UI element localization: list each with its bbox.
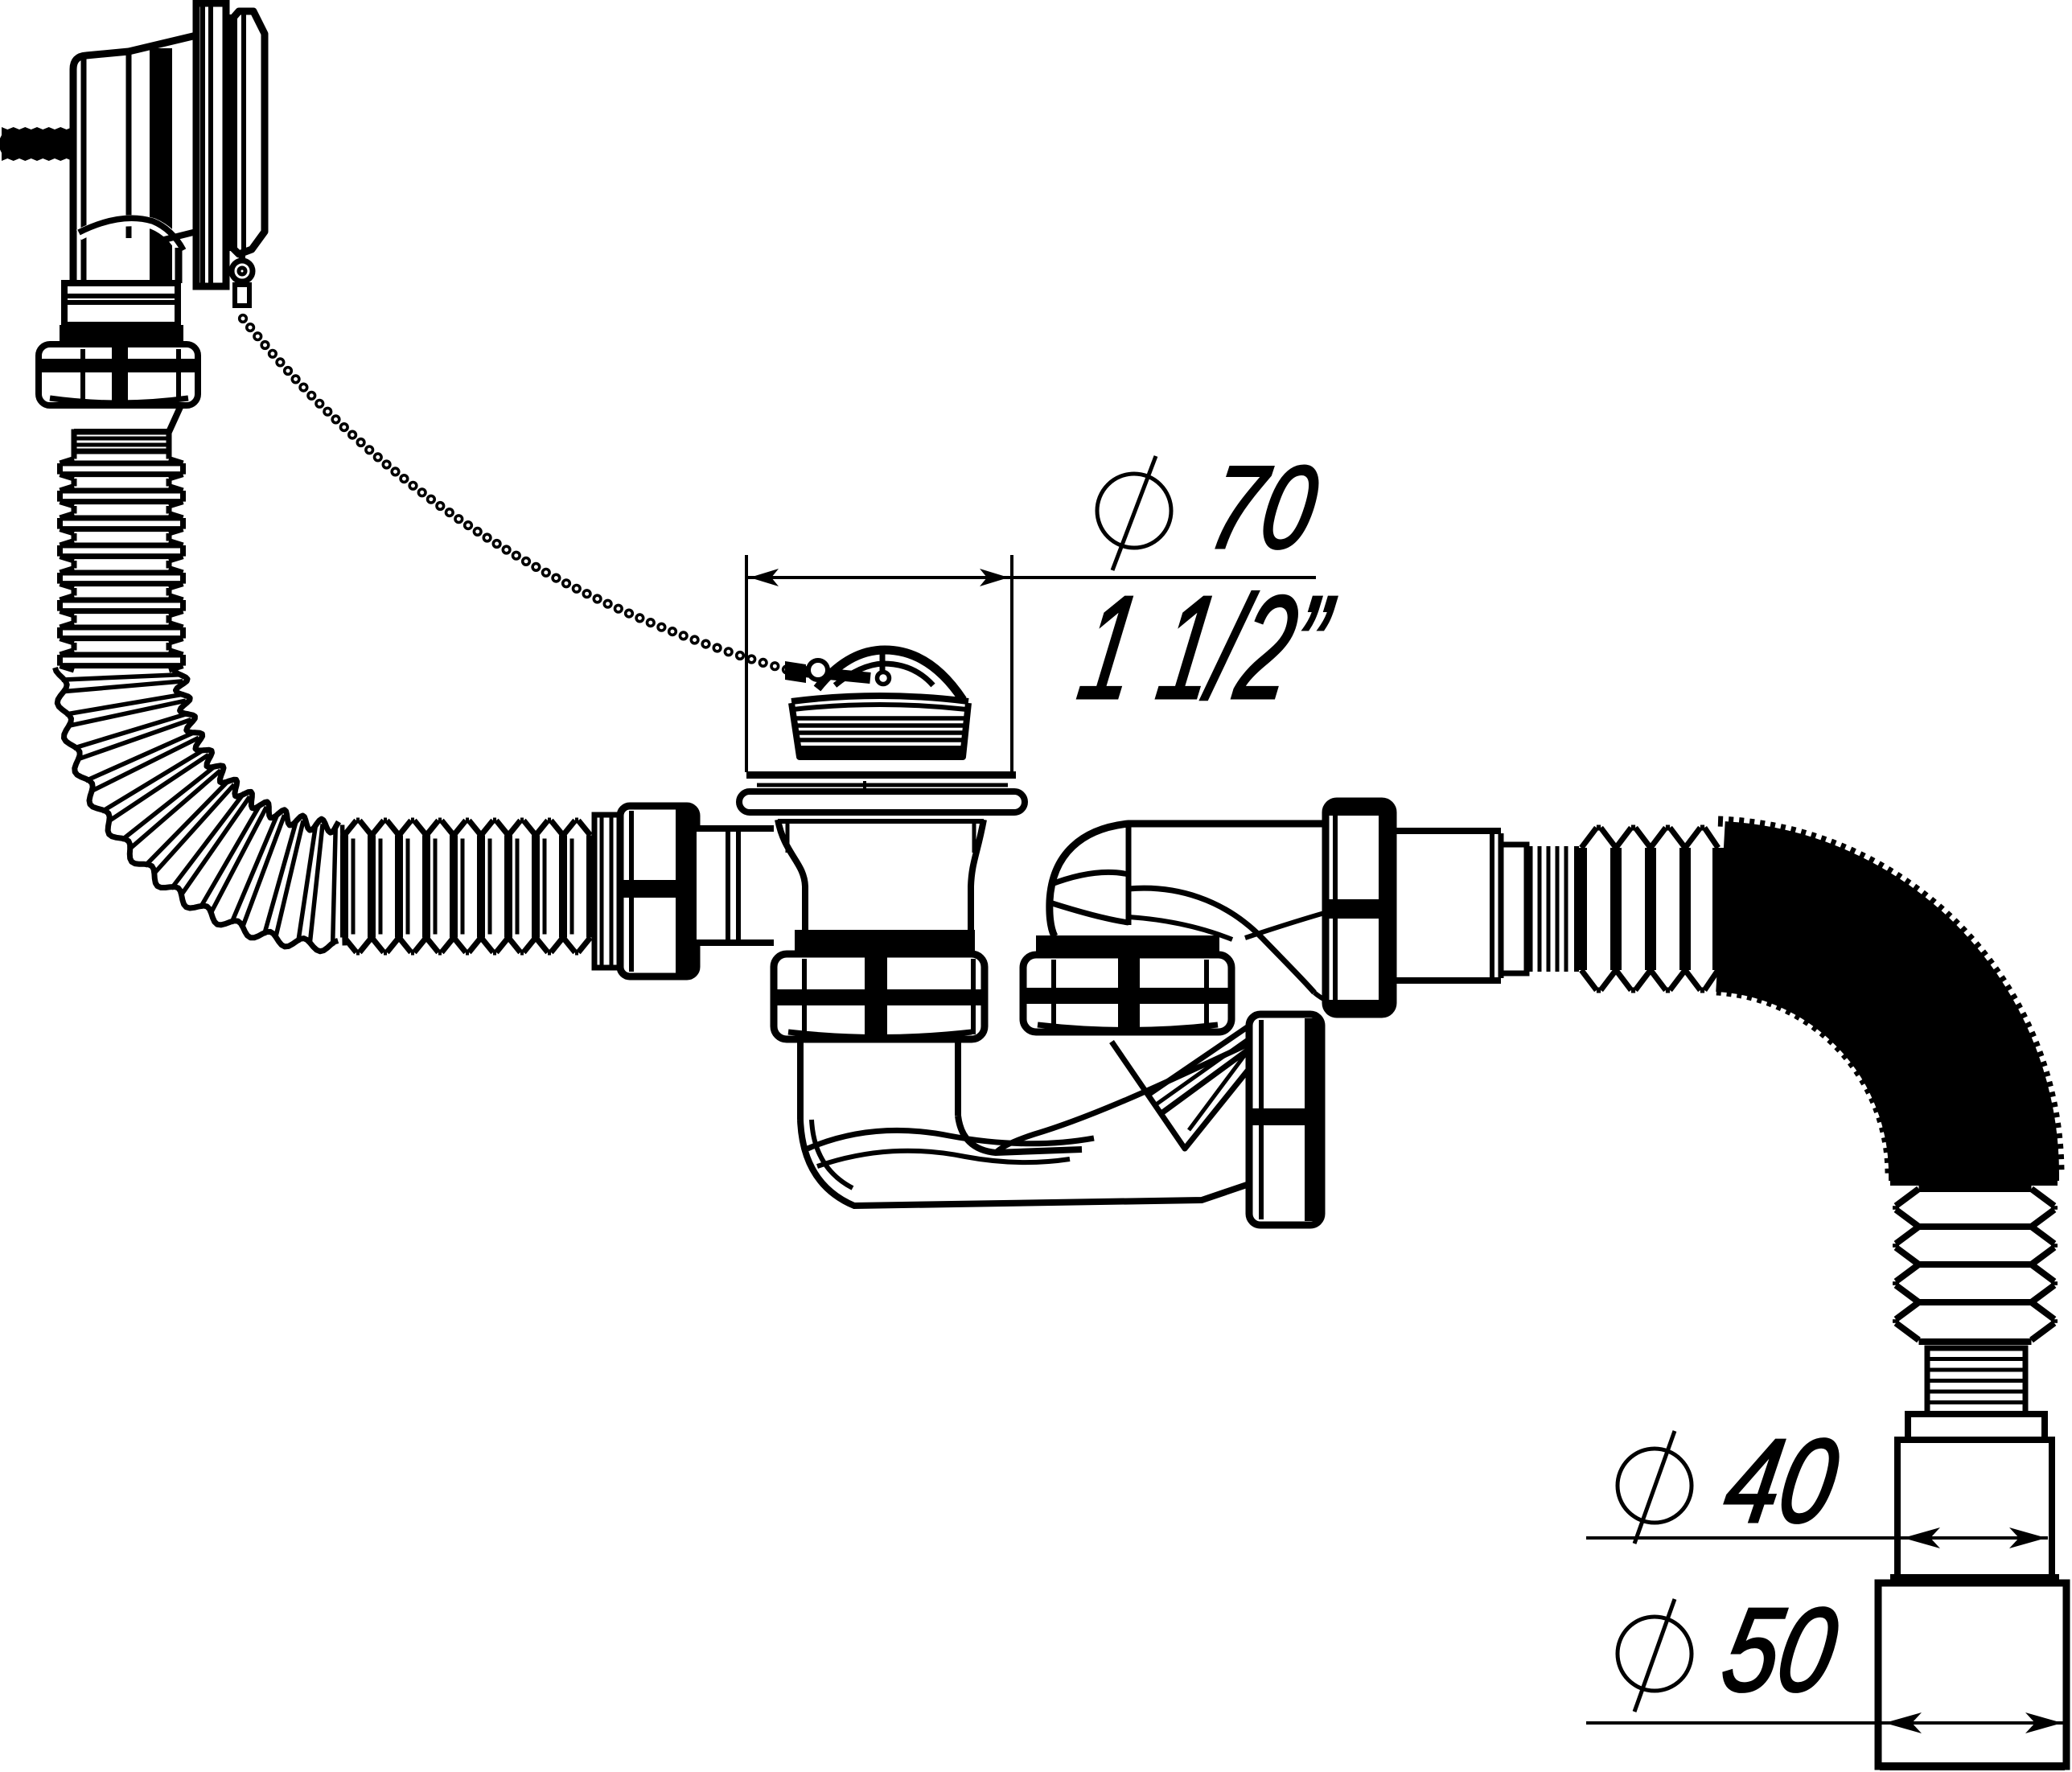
svg-text:70: 70 — [1200, 442, 1326, 574]
svg-text:40: 40 — [1716, 1414, 1847, 1548]
svg-text:1 1/2”: 1 1/2” — [1069, 565, 1343, 730]
svg-text:50: 50 — [1713, 1583, 1846, 1716]
